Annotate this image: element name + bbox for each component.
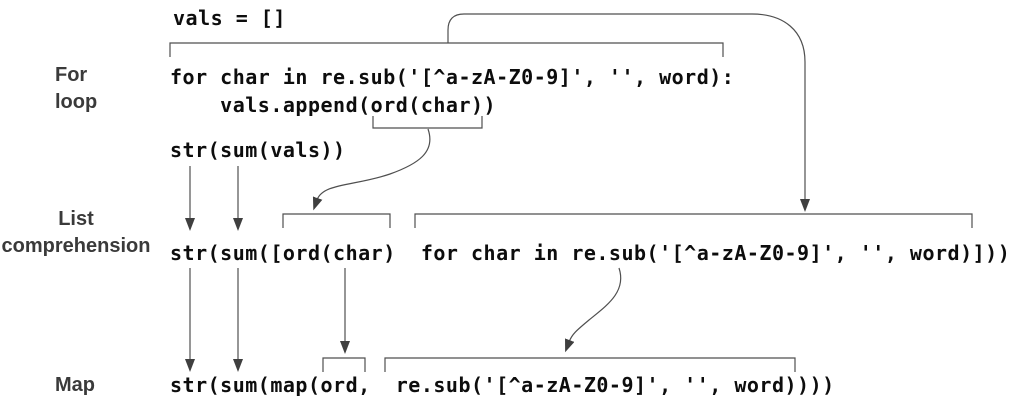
code-vals-init: vals = [] bbox=[173, 6, 286, 30]
bracket-for-statement bbox=[169, 42, 724, 57]
bracket-ord-map bbox=[322, 357, 366, 372]
code-for-loop-line2: vals.append(ord(char)) bbox=[170, 93, 497, 117]
connector-forloop-to-listcomp bbox=[447, 13, 810, 212]
bracket-forclause-listcomp bbox=[414, 213, 973, 228]
label-map: Map bbox=[55, 372, 95, 399]
label-for-loop: For loop bbox=[55, 62, 97, 116]
curve-ordchar-to-listcomp bbox=[312, 128, 431, 211]
label-list-comprehension-line1: List bbox=[58, 208, 94, 230]
bracket-ord-char-underline bbox=[372, 116, 483, 129]
code-map: str(sum(map(ord, re.sub('[^a-zA-Z0-9]', … bbox=[170, 373, 835, 397]
label-list-comprehension-line2: comprehension bbox=[1, 235, 151, 257]
bracket-ord-listcomp bbox=[282, 213, 391, 228]
label-map-line1: Map bbox=[55, 374, 95, 396]
bracket-resub-map bbox=[384, 357, 796, 372]
label-for-loop-line2: loop bbox=[55, 91, 98, 113]
label-for-loop-line1: For bbox=[55, 64, 88, 86]
curve-resub-to-map bbox=[565, 267, 622, 353]
code-sum-vals: str(sum(vals)) bbox=[170, 138, 346, 162]
code-list-comprehension: str(sum([ord(char) for char in re.sub('[… bbox=[170, 241, 1011, 265]
code-for-loop-line1: for char in re.sub('[^a-zA-Z0-9]', '', w… bbox=[170, 65, 735, 89]
label-list-comprehension: List comprehension bbox=[0, 206, 152, 260]
